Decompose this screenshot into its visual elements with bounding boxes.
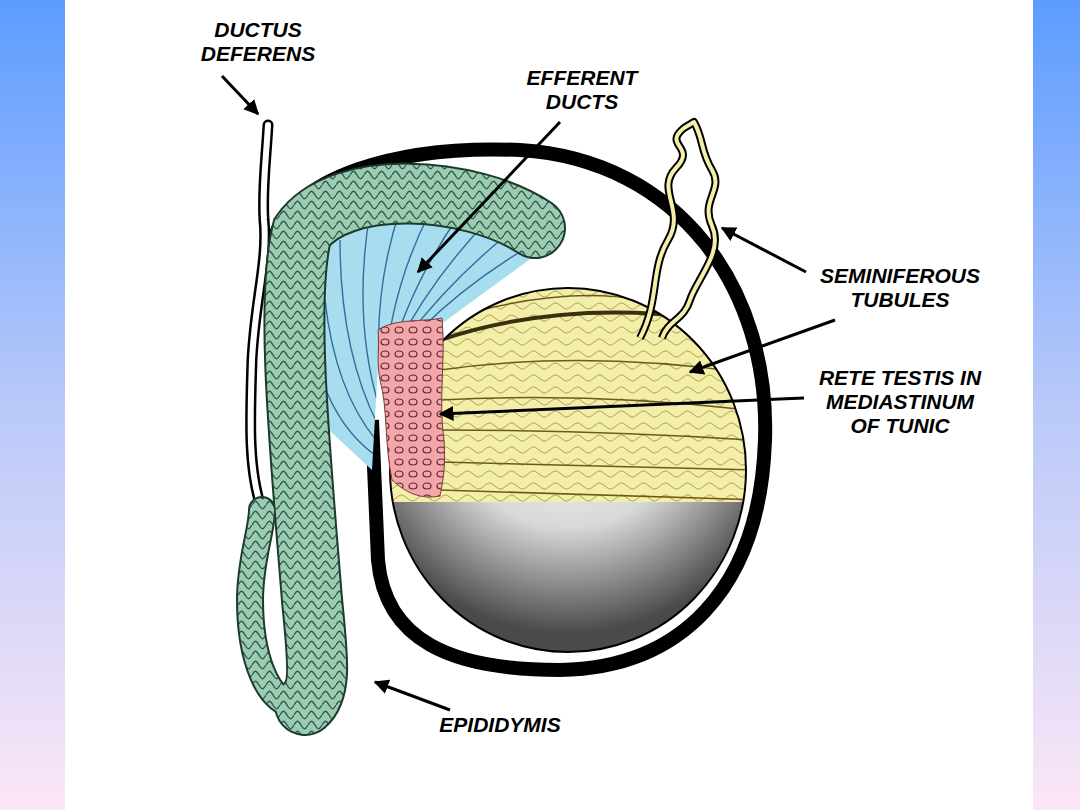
epididymis [294, 194, 535, 705]
leader-line [375, 682, 450, 710]
part-label: SEMINIFEROUS TUBULES [813, 264, 988, 312]
part-label: RETE TESTIS IN MEDIASTINUM OF TUNIC [813, 366, 988, 438]
septum [440, 462, 752, 470]
duct-line [325, 300, 376, 440]
part-label: EPIDIDYMIS [439, 713, 560, 737]
part-label: DUCTUS DEFERENS [188, 18, 328, 66]
tubule-outline [640, 122, 715, 338]
leader-lines [222, 76, 835, 710]
epididymis-tail [250, 510, 305, 706]
leader-line [722, 228, 806, 272]
duct-line [340, 240, 378, 425]
rete-testis [378, 318, 445, 497]
septum [440, 490, 760, 500]
leader-line [418, 122, 560, 272]
side-band [1033, 0, 1080, 810]
leader-line [222, 76, 258, 114]
leader-line [440, 398, 804, 414]
duct-line [363, 212, 380, 410]
side-band [0, 0, 65, 810]
seminiferous-tubule [640, 122, 715, 338]
septum [440, 430, 750, 440]
epididymis-outline [294, 194, 535, 705]
part-label: EFFERENT DUCTS [515, 66, 650, 114]
leader-line [690, 320, 835, 372]
